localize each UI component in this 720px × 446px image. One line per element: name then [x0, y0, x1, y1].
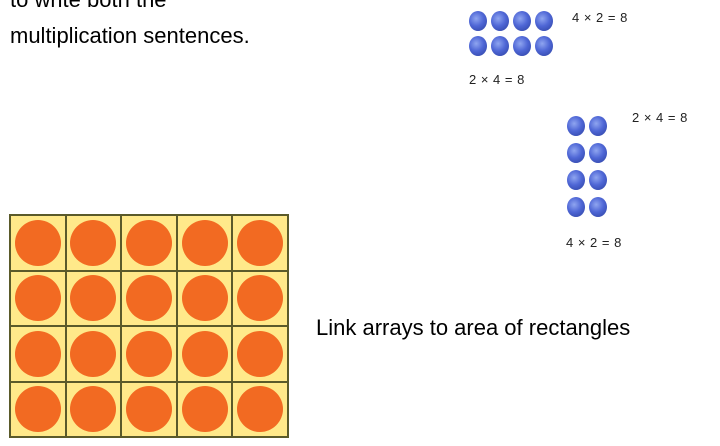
array-dot	[589, 143, 607, 163]
orange-counter	[181, 219, 228, 266]
intro-text: to write both the multiplication sentenc…	[10, 0, 370, 54]
orange-counter	[14, 275, 61, 322]
grid-cell	[176, 381, 233, 437]
array-dot	[589, 170, 607, 190]
orange-counter	[125, 219, 172, 266]
grid-cell	[232, 381, 288, 437]
grid-cell	[232, 270, 288, 326]
grid-cell	[10, 270, 66, 326]
orange-counter	[237, 219, 284, 266]
intro-line-2: multiplication sentences.	[10, 23, 250, 48]
array-dot	[513, 11, 531, 31]
array-dot	[469, 11, 487, 31]
area-grid	[9, 214, 289, 438]
orange-counter	[70, 330, 117, 377]
caption-text: Link arrays to area of rectangles	[316, 315, 631, 340]
orange-counter	[70, 386, 117, 433]
orange-counter	[70, 219, 117, 266]
grid-cell	[176, 215, 233, 271]
grid-cell	[10, 326, 66, 382]
orange-counter	[181, 330, 228, 377]
grid-cell	[121, 215, 177, 271]
orange-counter	[125, 386, 172, 433]
array-dot	[567, 116, 585, 136]
grid-cell	[65, 270, 122, 326]
grid-cell	[121, 326, 177, 382]
grid-cell	[65, 215, 122, 271]
orange-counter	[237, 386, 284, 433]
grid-cell	[10, 381, 66, 437]
orange-counter	[125, 330, 172, 377]
orange-counter	[237, 330, 284, 377]
orange-counter	[125, 275, 172, 322]
grid-cell	[65, 381, 122, 437]
orange-counter	[70, 275, 117, 322]
array-dot	[567, 170, 585, 190]
array-dot	[589, 197, 607, 217]
array-dot	[589, 116, 607, 136]
grid-cell	[10, 215, 66, 271]
orange-counter	[181, 275, 228, 322]
array-dot	[513, 36, 531, 56]
array-dot	[567, 197, 585, 217]
orange-counter	[14, 330, 61, 377]
array-dot	[491, 11, 509, 31]
orange-counter	[14, 386, 61, 433]
orange-counter	[181, 386, 228, 433]
equation-4x2-b: 4 × 2 = 8	[566, 235, 622, 250]
grid-cell	[176, 270, 233, 326]
array-dot	[491, 36, 509, 56]
array-dot	[567, 143, 585, 163]
equation-2x4: 2 × 4 = 8	[469, 72, 525, 87]
equation-2x4-b: 2 × 4 = 8	[632, 110, 688, 125]
grid-cell	[121, 381, 177, 437]
array-dot	[535, 36, 553, 56]
grid-cell	[176, 326, 233, 382]
grid-cell	[232, 215, 288, 271]
intro-line-1: to write both the	[10, 0, 370, 18]
grid-cell	[121, 270, 177, 326]
grid-cell	[65, 326, 122, 382]
grid-cell	[232, 326, 288, 382]
orange-counter	[14, 219, 61, 266]
orange-counter	[237, 275, 284, 322]
array-dot	[469, 36, 487, 56]
array-dot	[535, 11, 553, 31]
equation-4x2: 4 × 2 = 8	[572, 10, 628, 25]
